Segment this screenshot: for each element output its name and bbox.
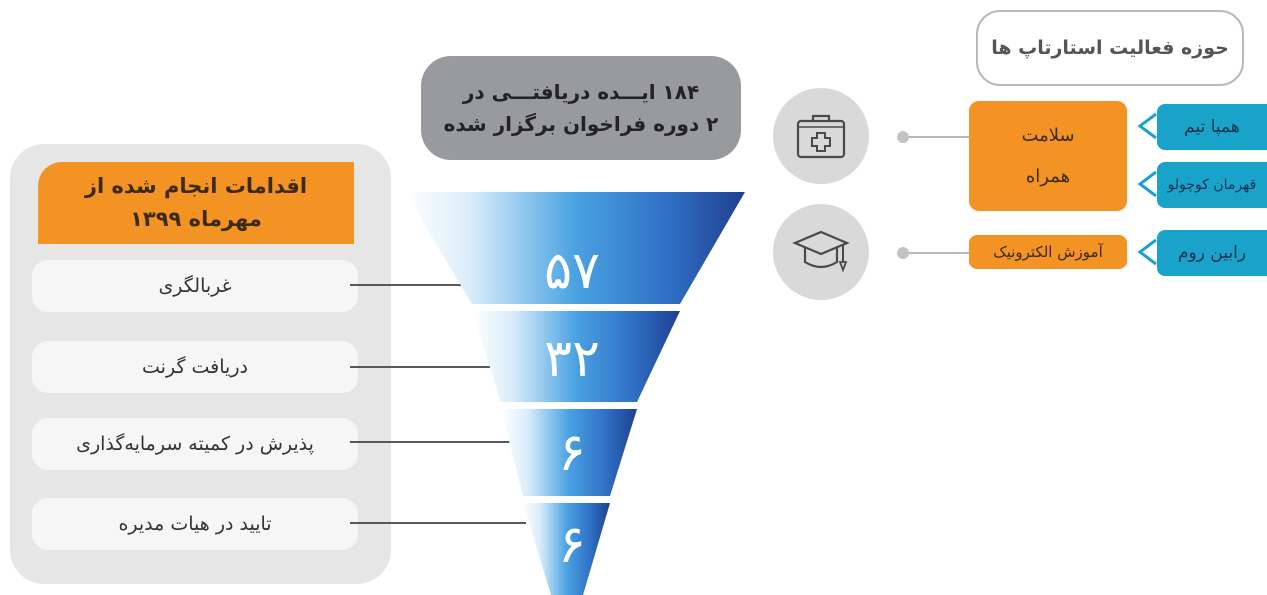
step-screening: غربالگری: [32, 260, 358, 312]
area-e-learning: آموزش الکترونیک: [969, 235, 1127, 269]
connector-line: [350, 366, 526, 368]
funnel-value-3: ۶: [558, 423, 586, 483]
ideas-line2: ۲ دوره فراخوان برگزار شده: [443, 112, 719, 136]
startup-robin-room: رابین روم: [1157, 230, 1267, 276]
startup-hampa-team: همپا تیم: [1157, 104, 1267, 150]
funnel-segment-1: [405, 192, 745, 304]
funnel-segment-2: [472, 311, 680, 402]
funnel-value-4: ۶: [558, 515, 586, 575]
funnel-value-1: ۵۷: [544, 241, 600, 301]
connector-line: [909, 136, 969, 138]
medical-kit-icon: [773, 88, 869, 184]
connector-line: [350, 522, 526, 524]
area-health-line2: همراه: [1025, 166, 1071, 187]
area-health-line1: سلامت: [1021, 124, 1075, 146]
funnel-chart: ۵۷ ۳۲ ۶ ۶: [405, 192, 745, 595]
connector-dot: [897, 247, 909, 259]
startup-ghahreman-kuchulu: قهرمان کوچولو: [1157, 162, 1267, 208]
funnel-segment-4: [523, 503, 610, 595]
step-investment-committee: پذیرش در کمیته سرمایه‌گذاری: [32, 418, 358, 470]
actions-title-line1: اقدامات انجام شده از: [84, 174, 308, 199]
step-grant: دریافت گرنت: [32, 341, 358, 393]
graduation-cap-icon: [773, 204, 869, 300]
connector-line: [909, 252, 969, 254]
ideas-received-bubble: ۱۸۴ ایـــده دریافتـــی در ۲ دوره فراخوان…: [421, 56, 741, 160]
area-health: سلامت همراه: [969, 101, 1127, 211]
funnel-value-2: ۳۲: [544, 329, 600, 389]
connector-dot: [897, 131, 909, 143]
chevron-left-icon: [1137, 112, 1157, 140]
chevron-left-icon: [1137, 170, 1157, 198]
ideas-line1: ۱۸۴ ایـــده دریافتـــی در: [462, 80, 700, 104]
activity-areas-title: حوزه فعالیت استارتاپ ها: [976, 10, 1244, 86]
step-board-approval: تایید در هیات مدیره: [32, 498, 358, 550]
connector-line: [350, 284, 526, 286]
actions-title-line2: مهرماه ۱۳۹۹: [130, 207, 262, 231]
chevron-left-icon: [1137, 238, 1157, 266]
actions-panel-title: اقدامات انجام شده از مهرماه ۱۳۹۹: [38, 162, 354, 244]
funnel-segment-3: [501, 409, 637, 496]
connector-line: [350, 441, 526, 443]
